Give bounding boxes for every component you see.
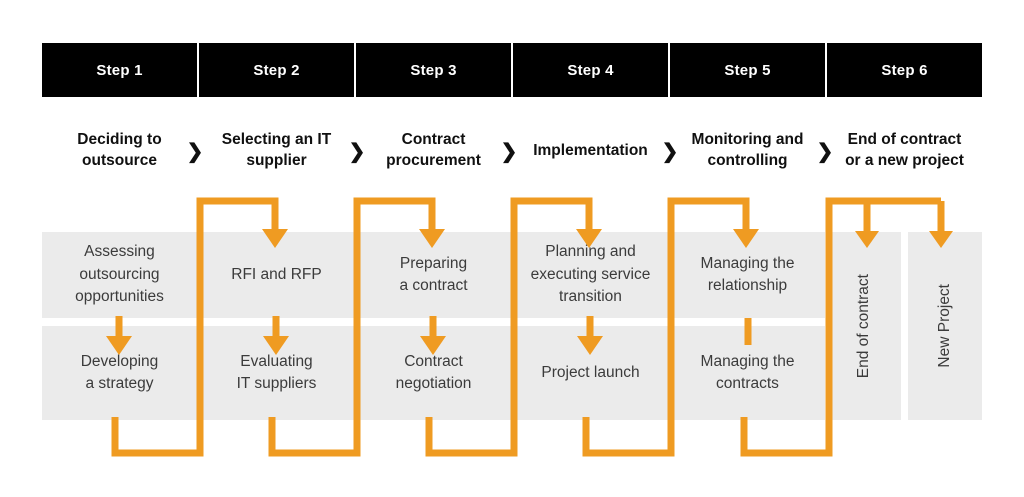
cell-text-vertical: End of contract — [854, 273, 872, 379]
cell-new-project: New Project — [908, 232, 982, 420]
chevron-glyph: ❯ — [500, 140, 518, 163]
step-badge-5: Step 5 — [670, 43, 825, 97]
step-badge-label: Step 4 — [567, 61, 614, 79]
step-badge-2: Step 2 — [199, 43, 354, 97]
step-badge-1: Step 1 — [42, 43, 197, 97]
chevron-right-icon-1: ❯ — [186, 126, 204, 176]
chevron-right-icon-3: ❯ — [500, 126, 518, 176]
cell-end-of-contract: End of contract — [827, 232, 901, 420]
cell-text-vertical: New Project — [935, 284, 953, 368]
chevron-right-icon-5: ❯ — [816, 126, 834, 176]
step-badge-3: Step 3 — [356, 43, 511, 97]
chevron-glyph: ❯ — [661, 140, 679, 163]
step-badge-6: Step 6 — [827, 43, 982, 97]
step-badge-label: Step 2 — [253, 61, 300, 79]
cell-text: RFI and RFP — [231, 265, 322, 283]
cell-text: Project launch — [541, 363, 640, 381]
step-badge-4: Step 4 — [513, 43, 668, 97]
step-badge-label: Step 3 — [410, 61, 457, 79]
chevron-glyph: ❯ — [816, 140, 834, 163]
step-title-4: Implementation — [513, 126, 668, 176]
step-badge-label: Step 1 — [96, 61, 143, 79]
cell-c2-top: RFI and RFP — [199, 232, 354, 318]
chevron-right-icon-4: ❯ — [661, 126, 679, 176]
chevron-right-icon-2: ❯ — [348, 126, 366, 176]
chevron-glyph: ❯ — [348, 140, 366, 163]
chevron-glyph: ❯ — [186, 140, 204, 163]
step-title-text: Implementation — [533, 141, 648, 159]
step-badge-label: Step 5 — [724, 61, 771, 79]
cell-c4-bottom: Project launch — [513, 326, 668, 420]
step-badge-label: Step 6 — [881, 61, 928, 79]
